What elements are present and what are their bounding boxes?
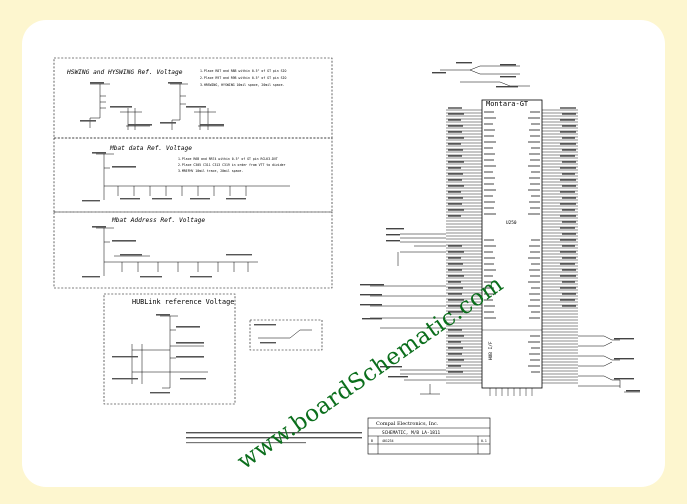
montara-gt-chip: Montara-GT U250 HUB I/F — [446, 99, 578, 389]
hswing-section: HSWING and HYSWING Ref. Voltage 1.Place … — [53, 57, 333, 139]
hswing-title: HSWING and HYSWING Ref. Voltage — [66, 68, 183, 76]
mbat-address-section: Mbat Address Ref. Voltage — [53, 211, 333, 289]
hublink-title: HUBLink reference Voltage — [132, 298, 234, 306]
title-block: Compal Electronics, Inc. SCHEMATIC, M/B … — [186, 417, 491, 455]
hswing-note-2: 2.Place R9T and R9B within 0.5" of GT pi… — [200, 76, 286, 80]
title-block-doc: 401234 — [382, 439, 394, 443]
chip-bottom-pins — [489, 388, 533, 396]
hswing-note-1: 1.Place R8T and R8B within 0.5" of GT pi… — [200, 69, 286, 73]
title-block-title: SCHEMATIC, M/B LA-1811 — [382, 430, 441, 436]
mbat-address-title: Mbat Address Ref. Voltage — [111, 216, 205, 224]
title-block-company: Compal Electronics, Inc. — [376, 421, 439, 427]
title-block-rev: 0.1 — [481, 439, 487, 443]
mbat-data-note-1: 1.Place R6B and RR74 within 0.5" of GT p… — [178, 157, 278, 161]
sheet-background — [22, 20, 665, 487]
top-signal-group — [432, 62, 530, 88]
title-block-size: B — [371, 439, 373, 443]
mbat-data-title: Mbat data Ref. Voltage — [109, 144, 192, 152]
hswing-note-3: 3.HRSWING, HYSWING 10mil space, 20mil sp… — [200, 83, 285, 87]
mbat-data-section: Mbat data Ref. Voltage 1.Place R6B and R… — [53, 137, 333, 213]
chip-name: Montara-GT — [486, 100, 529, 108]
chip-ref: U250 — [506, 220, 517, 226]
left-signal-group — [360, 228, 446, 395]
chip-block-hub: HUB I/F — [488, 341, 494, 360]
mbat-data-note-2: 2.Place C305 C311 C313 C319 in order fro… — [178, 163, 286, 167]
right-bottom-signal-group — [578, 335, 640, 393]
small-connector-box — [249, 319, 323, 351]
hublink-section: HUBLink reference Voltage — [103, 293, 236, 405]
mbat-data-note-3: 3.MREFHV 10mil trace, 20mil space. — [178, 169, 243, 173]
